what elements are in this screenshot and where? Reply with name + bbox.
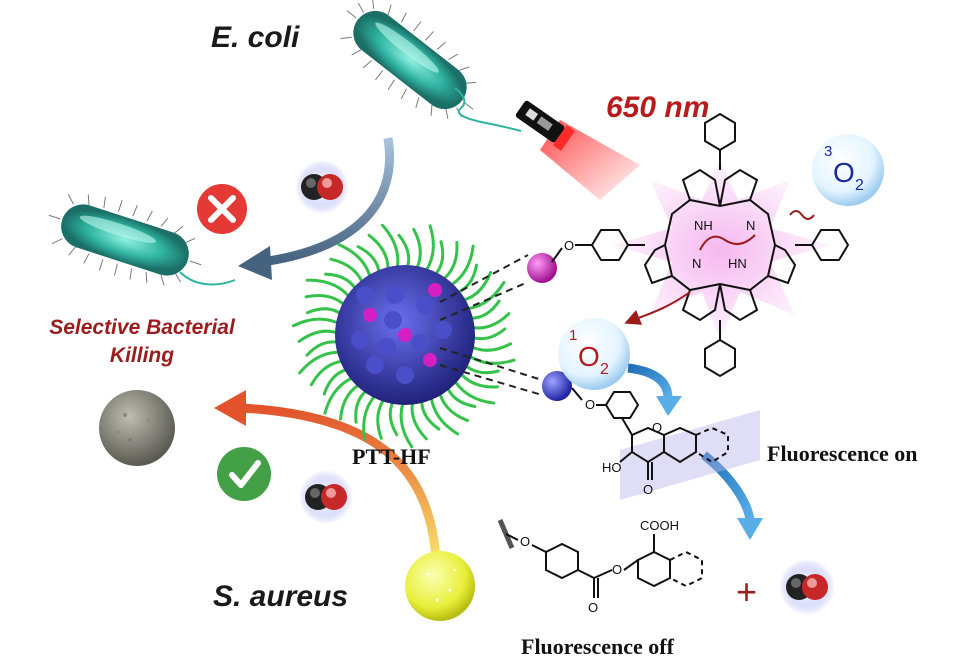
ecoli-bacterium-top [340, 0, 522, 132]
saureus-label: S. aureus [213, 580, 348, 613]
porphyrin-bead [363, 308, 377, 322]
atom-o-porphyrin: O [564, 238, 574, 253]
singlet-oxygen-sup: 1 [569, 327, 577, 344]
porphyrin-photosensitizer: NH HN N N O [551, 112, 850, 378]
ptt-hf-nanoparticle [291, 223, 516, 449]
core-bead [351, 331, 369, 349]
ecoli-bacterium-left [48, 194, 236, 286]
laser-flashlight [515, 100, 640, 200]
core-bead [416, 296, 434, 314]
triplet-oxygen-symbol: O [833, 157, 855, 188]
porphyrin-bead [423, 353, 437, 367]
atom-hn: HN [728, 256, 747, 271]
wavelength-label: 650 nm [606, 91, 709, 124]
arrow-no-killing [238, 137, 394, 280]
plus-sign: + [736, 571, 757, 612]
porphyrin-bead [398, 328, 412, 342]
check-icon [217, 447, 271, 501]
atom-o-ether: O [520, 534, 530, 549]
arrow-co-release [701, 451, 763, 540]
singlet-oxygen-bubble: 1 O 2 [558, 318, 630, 390]
flavonol-molecule: O O HO O [571, 387, 760, 500]
selective-killing-line1: Selective Bacterial [49, 316, 236, 339]
arrow-oxidation [627, 363, 682, 416]
core-bead [386, 286, 404, 304]
atom-cooh: COOH [640, 518, 679, 533]
fluorescence-off-label: Fluorescence off [521, 634, 675, 659]
dead-bacterium [99, 390, 175, 466]
core-bead [411, 334, 429, 352]
co-molecule-middle [299, 470, 353, 524]
core-bead [434, 321, 452, 339]
porphyrin-anchor-ball [527, 253, 557, 283]
triplet-oxygen-sup: 3 [824, 143, 832, 160]
core-bead [366, 356, 384, 374]
atom-o-flavonol-ring: O [652, 420, 662, 435]
singlet-oxygen-symbol: O [578, 341, 600, 372]
atom-o-carbonyl: O [643, 482, 653, 497]
atom-ho: HO [602, 460, 622, 475]
co-molecule-bottom [779, 559, 835, 615]
nanoparticle-label: PTT-HF [352, 444, 431, 469]
triplet-oxygen-bubble: 3 O 2 [812, 134, 884, 206]
core-bead [396, 366, 414, 384]
ecoli-label: E. coli [211, 21, 300, 54]
selective-killing-line2: Killing [110, 344, 174, 367]
triplet-oxygen-sub: 2 [855, 177, 864, 194]
co-molecule-top [295, 160, 349, 214]
atom-nh: NH [694, 218, 713, 233]
porphyrin-bead [428, 283, 442, 297]
atom-o-flavonol-linker: O [585, 397, 595, 412]
atom-o-ester: O [612, 562, 622, 577]
atom-n-bottom: N [692, 256, 701, 271]
cross-icon [197, 184, 247, 234]
core-bead [378, 338, 396, 356]
core-bead [384, 311, 402, 329]
atom-o-ester-carbonyl: O [588, 600, 598, 615]
product-molecule: O O O COOH [497, 518, 703, 615]
saureus-bacterium [405, 551, 475, 621]
atom-n-top: N [746, 218, 755, 233]
singlet-oxygen-sub: 2 [600, 361, 609, 378]
linker-dashes [439, 254, 543, 396]
fluorescence-on-label: Fluorescence on [767, 441, 918, 466]
arrow-killing [214, 390, 441, 561]
flavonol-anchor-ball [542, 371, 572, 401]
core-bead [356, 286, 374, 304]
